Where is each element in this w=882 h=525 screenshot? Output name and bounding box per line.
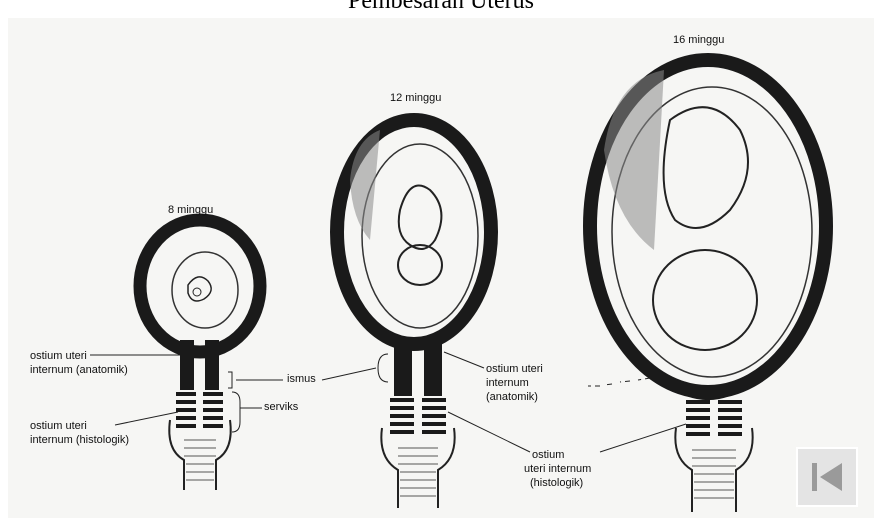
svg-text:internum: internum	[486, 377, 529, 389]
svg-text:internum (anatomik): internum (anatomik)	[30, 364, 128, 376]
uterus-12-weeks	[337, 120, 491, 508]
skip-back-icon	[798, 449, 856, 505]
svg-text:uteri internum: uteri internum	[524, 463, 591, 475]
svg-text:ostium uteri: ostium uteri	[486, 363, 543, 375]
svg-text:internum (histologik): internum (histologik)	[30, 434, 129, 446]
annotation-ostium-histologik-right: ostium uteri internum (histologik)	[448, 412, 686, 489]
svg-text:ostium: ostium	[532, 449, 564, 461]
svg-text:(histologik): (histologik)	[530, 477, 583, 489]
svg-text:ostium uteri: ostium uteri	[30, 420, 87, 432]
annotation-ostium-anatomik-right: ostium uteri internum (anatomik)	[444, 352, 650, 403]
annotation-ostium-histologik-left: ostium uteri internum (histologik)	[30, 412, 178, 446]
label-16-weeks: 16 minggu	[673, 34, 724, 46]
annotation-ismus: ismus	[228, 354, 388, 388]
svg-text:ostium uteri: ostium uteri	[30, 350, 87, 362]
annotation-serviks: serviks	[232, 392, 299, 432]
svg-text:serviks: serviks	[264, 401, 299, 413]
label-12-weeks: 12 minggu	[390, 92, 441, 104]
svg-text:(anatomik): (anatomik)	[486, 391, 538, 403]
svg-text:ismus: ismus	[287, 373, 316, 385]
label-8-weeks: 8 minggu	[168, 204, 213, 216]
back-nav-button[interactable]	[796, 447, 858, 507]
annotation-ostium-anatomik-left: ostium uteri internum (anatomik)	[30, 350, 180, 376]
